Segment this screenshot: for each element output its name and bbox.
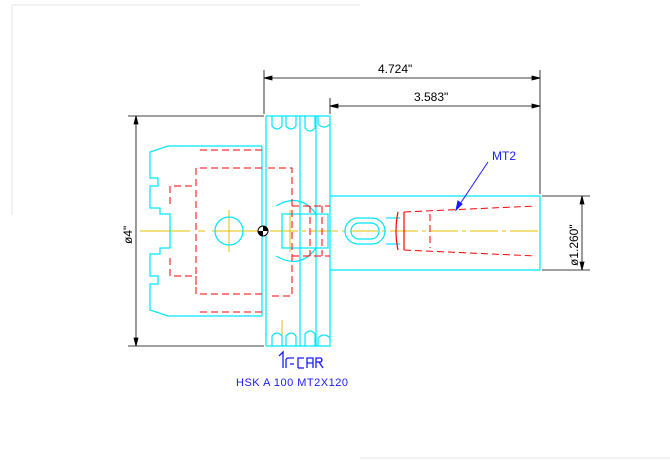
shank-length-dimension: 3.583" <box>414 90 448 104</box>
shank-diameter-dimension: ø1.260" <box>567 224 581 266</box>
iscar-logo <box>278 350 324 369</box>
taper-callout-leader <box>455 161 489 212</box>
flange-diameter-dimension: ø4" <box>121 226 135 244</box>
part-number-caption: HSK A 100 MT2X120 <box>236 377 348 389</box>
taper-end-line <box>395 211 405 251</box>
dimension-lines <box>128 70 590 347</box>
overall-length-dimension: 4.724" <box>378 62 412 76</box>
taper-callout-label: MT2 <box>492 149 516 163</box>
hidden-lines <box>169 149 537 313</box>
centerline <box>140 210 540 340</box>
sheet-frame <box>11 4 670 459</box>
gauge-point-marker <box>257 225 269 237</box>
